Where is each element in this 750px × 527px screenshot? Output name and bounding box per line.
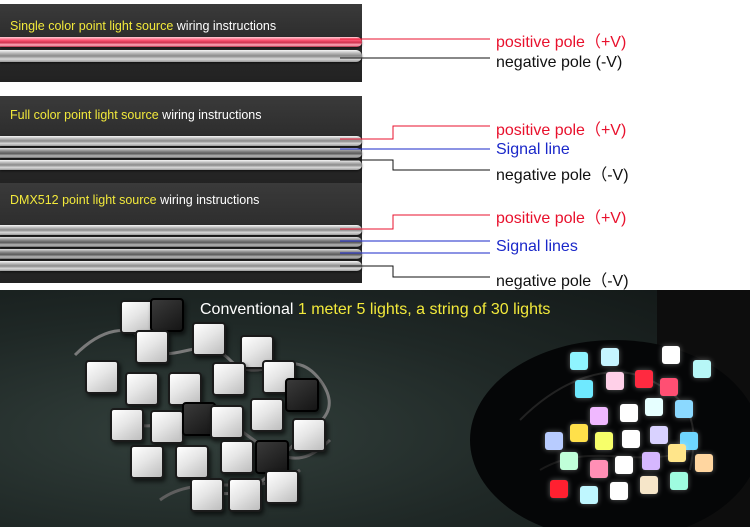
point-light-pixel [110,408,144,442]
panel-title: Full color point light source wiring ins… [10,108,262,122]
panel-title: Single color point light source wiring i… [10,19,276,33]
negative-wire [0,50,362,62]
panel-title-highlight: DMX512 point light source [10,193,157,207]
point-light-pixel [292,418,326,452]
negative-wire [0,160,362,170]
signal-lines-label: Signal lines [496,238,578,255]
signal-wire [0,237,362,247]
point-light-pixel [85,360,119,394]
lit-pixel [622,430,640,448]
caption-highlight: 1 meter 5 lights, a string of 30 lights [297,301,551,318]
dmx512-wiring-photo: DMX512 point light source wiring instruc… [0,183,362,283]
point-light-pixel [210,405,244,439]
lit-pixel [670,472,688,490]
point-light-pixel [255,440,289,474]
lit-pixel [693,360,711,378]
leader-line-positive [340,214,490,230]
lit-pixel [560,452,578,470]
point-light-pixel [120,300,154,334]
point-light-pixel [130,445,164,479]
positive-pole-label: positive pole（+V) [496,34,627,51]
lit-pixel [640,476,658,494]
panel-title: DMX512 point light source wiring instruc… [10,193,259,207]
lit-pixel [620,404,638,422]
signal-wire [0,249,362,259]
point-light-pixel [150,410,184,444]
lit-pixel [642,452,660,470]
point-light-pixel [240,335,274,369]
panel-title-rest: wiring instructions [156,193,260,207]
point-light-pixel [125,372,159,406]
lit-pixel [606,372,624,390]
lit-pixel [570,424,588,442]
lit-pixel [650,426,668,444]
lit-pixel [595,432,613,450]
panel-title-highlight: Full color point light source [10,108,159,122]
lit-pixel [575,380,593,398]
point-light-pixel [175,445,209,479]
lit-pixel [580,486,598,504]
point-light-pixel [135,330,169,364]
full-color-wiring-photo: Full color point light source wiring ins… [0,96,362,186]
positive-pole-label: positive pole（+V) [496,210,627,227]
lit-pixel [570,352,588,370]
lit-pixel [590,407,608,425]
point-light-pixel [212,362,246,396]
point-light-pixel [265,470,299,504]
leader-line-positive [340,125,490,140]
lit-pixel [590,460,608,478]
lit-pixel [660,378,678,396]
leader-line-negative [340,265,490,278]
positive-wire [0,136,362,146]
point-light-pixel [228,478,262,512]
caption-prefix: Conventional [200,301,298,318]
point-light-pixel [285,378,319,412]
negative-pole-label: negative pole（-V) [496,273,629,290]
point-light-pixel [168,372,202,406]
leader-line-negative [340,159,490,171]
lit-pixel [695,454,713,472]
panel-title-rest: wiring instructions [158,108,262,122]
lit-pixel [675,400,693,418]
positive-wire [0,225,362,235]
lit-pixel [610,482,628,500]
lit-pixel [550,480,568,498]
signal-wire [0,148,362,158]
point-light-pixel [150,298,184,332]
lit-pixel [601,348,619,366]
signal-line-label: Signal line [496,141,570,158]
negative-pole-label: negative pole（-V) [496,167,629,184]
lit-pixel [615,456,633,474]
point-light-pixel [192,322,226,356]
string-caption: Conventional 1 meter 5 lights, a string … [200,301,550,319]
positive-pole-label: positive pole（+V) [496,122,627,139]
single-color-wiring-photo: Single color point light source wiring i… [0,4,362,82]
lit-pixel [545,432,563,450]
negative-pole-label: negative pole (-V) [496,54,623,71]
point-light-pixel [220,440,254,474]
negative-wire [0,261,362,271]
positive-wire [0,37,362,47]
panel-title-rest: wiring instructions [173,19,277,33]
lit-pixel [645,398,663,416]
point-light-pixel [250,398,284,432]
lit-pixel [635,370,653,388]
panel-title-highlight: Single color point light source [10,19,174,33]
lit-pixel [668,444,686,462]
point-light-pixel [190,478,224,512]
lit-pixel [662,346,680,364]
